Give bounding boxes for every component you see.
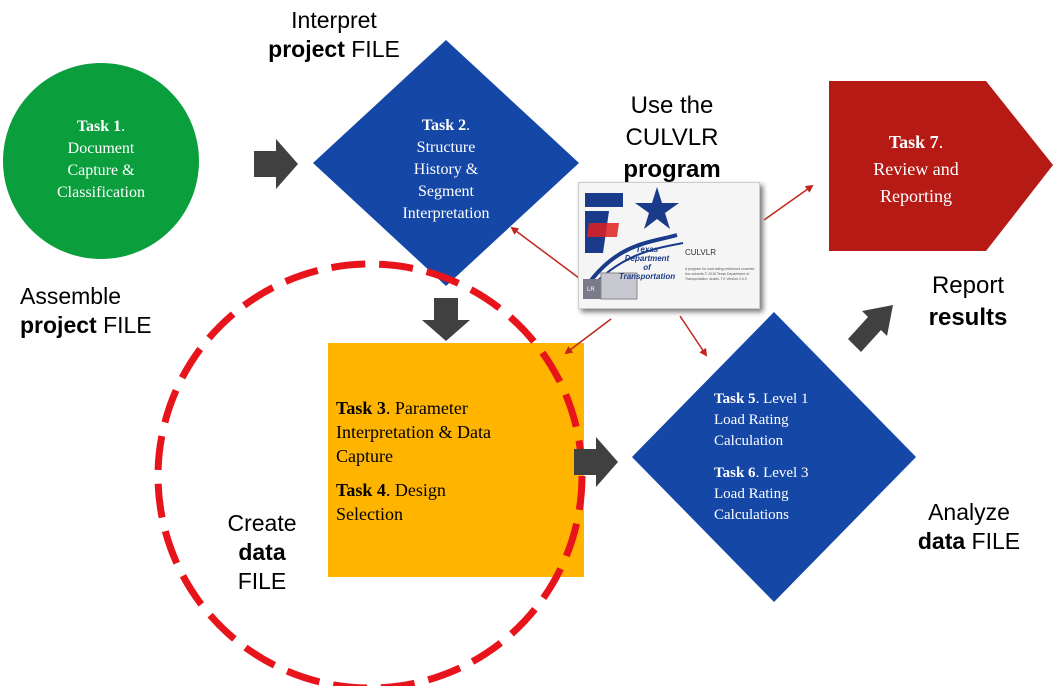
report-results-label: Report results <box>928 272 1008 331</box>
analyze-data-file-label: Analyze data FILE <box>917 499 1021 554</box>
task7-text: Task 7. Review and Reporting <box>873 132 959 206</box>
thin-arrow-to-task2 <box>510 226 584 282</box>
txdot-name: Texas Department of Transportation <box>618 245 676 281</box>
thin-arrow-to-task7 <box>763 184 814 221</box>
thin-arrow-to-task5 <box>679 315 708 357</box>
task2-diamond <box>313 40 579 286</box>
thin-arrow-to-task3 <box>564 318 612 355</box>
arrow-task5-to-task7 <box>848 305 893 352</box>
task3-text: Task 3. Parameter Interpretation & Data … <box>336 398 491 466</box>
txdot-logo-icon: LR <box>583 187 684 300</box>
task1-text: Task 1. Document Capture & Classificatio… <box>57 118 145 201</box>
task2-text: Task 2. Structure History & Segment Inte… <box>402 117 490 222</box>
task6-text: Task 6. Level 3 Load Rating Calculations <box>714 465 809 523</box>
task1-circle <box>3 63 199 259</box>
task7-pentagon <box>829 81 1053 251</box>
culvlr-program-name: CULVLR <box>685 248 716 257</box>
task4-text: Task 4. Design Selection <box>336 480 446 524</box>
task3-4-text: Task 3. Parameter Interpretation & Data … <box>336 396 582 536</box>
data-file-dashed-circle <box>154 260 586 686</box>
task5-text: Task 5. Level 1 Load Rating Calculation <box>714 391 809 449</box>
arrow-task2-to-task3 <box>422 298 470 341</box>
task5-6-diamond <box>632 312 916 602</box>
task3-4-square <box>328 343 584 577</box>
arrow-task3-to-task5 <box>574 437 618 487</box>
culvlr-program-logo: LR Texas Department of Transportation CU… <box>578 182 760 309</box>
arrow-task1-to-task2 <box>254 139 298 189</box>
interpret-project-file-label: Interpret project FILE <box>268 7 400 62</box>
create-data-file-label: Create data FILE <box>227 510 297 594</box>
culvlr-fine-print: A program for load rating reinforced con… <box>685 267 755 281</box>
use-culvlr-program-label: Use the CULVLR program <box>623 92 721 183</box>
svg-text:LR: LR <box>587 287 595 293</box>
assemble-project-file-label: Assemble project FILE <box>20 283 152 338</box>
